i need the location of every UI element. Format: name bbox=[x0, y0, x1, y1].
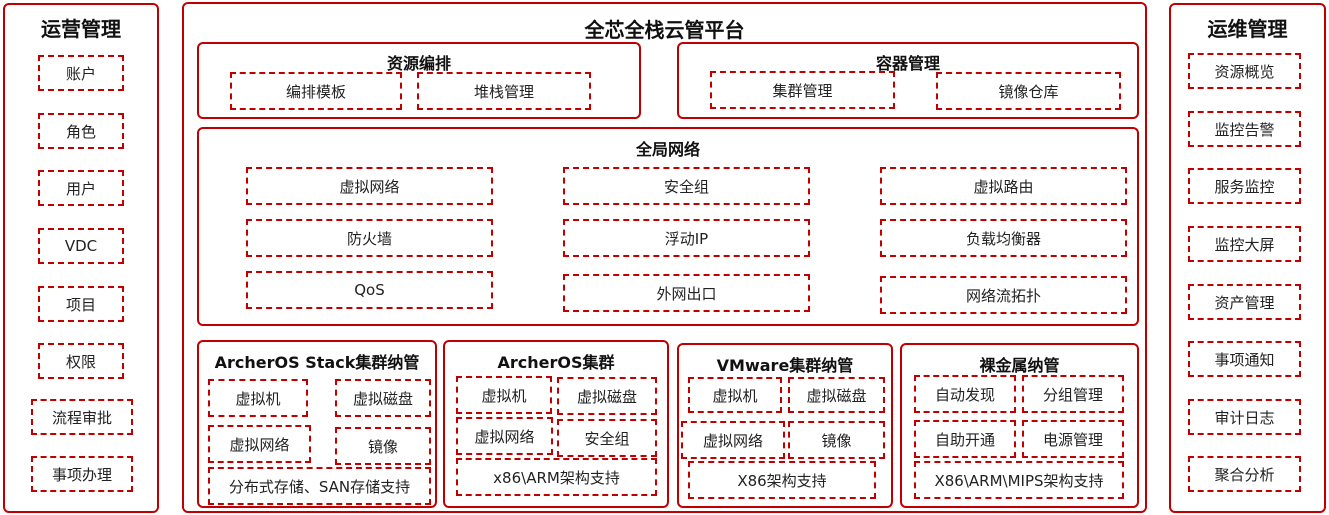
archeros-stack-network[interactable]: 虚拟网络 bbox=[208, 425, 311, 463]
container-title: 容器管理 bbox=[875, 54, 940, 73]
archeros-stack-panel: ArcherOS Stack集群纳管 虚拟机 虚拟磁盘 虚拟网络 镜像 分布式存… bbox=[197, 340, 437, 508]
archeros-disk[interactable]: 虚拟磁盘 bbox=[557, 377, 657, 415]
archeros-vm[interactable]: 虚拟机 bbox=[456, 376, 552, 414]
archeros-stack-storage[interactable]: 分布式存储、SAN存储支持 bbox=[208, 467, 431, 505]
operations-item-permission[interactable]: 权限 bbox=[38, 343, 124, 379]
vmware-arch[interactable]: X86架构支持 bbox=[688, 461, 876, 499]
maintenance-item-notify[interactable]: 事项通知 bbox=[1188, 341, 1301, 377]
baremetal-title: 裸金属纳管 bbox=[979, 356, 1060, 375]
network-firewall[interactable]: 防火墙 bbox=[246, 219, 493, 257]
container-registry[interactable]: 镜像仓库 bbox=[936, 72, 1121, 110]
vmware-disk[interactable]: 虚拟磁盘 bbox=[788, 377, 885, 413]
network-load-balancer[interactable]: 负载均衡器 bbox=[880, 219, 1127, 257]
baremetal-arch[interactable]: X86\ARM\MIPS架构支持 bbox=[914, 461, 1124, 499]
operations-item-user[interactable]: 用户 bbox=[38, 170, 124, 206]
operations-item-role[interactable]: 角色 bbox=[38, 113, 124, 149]
maintenance-item-alerts[interactable]: 监控告警 bbox=[1188, 111, 1301, 147]
operations-panel: 运营管理 账户 角色 用户 VDC 项目 权限 流程审批 事项办理 bbox=[3, 3, 159, 513]
archeros-panel: ArcherOS集群 虚拟机 虚拟磁盘 虚拟网络 安全组 x86\ARM架构支持 bbox=[443, 340, 669, 508]
network-title: 全局网络 bbox=[635, 140, 700, 159]
network-virtual-router[interactable]: 虚拟路由 bbox=[880, 167, 1127, 205]
baremetal-panel: 裸金属纳管 自动发现 分组管理 自助开通 电源管理 X86\ARM\MIPS架构… bbox=[900, 343, 1139, 508]
archeros-stack-image[interactable]: 镜像 bbox=[335, 427, 431, 465]
network-virtual-network[interactable]: 虚拟网络 bbox=[246, 167, 493, 205]
vmware-panel: VMware集群纳管 虚拟机 虚拟磁盘 虚拟网络 镜像 X86架构支持 bbox=[677, 343, 893, 508]
orchestration-panel: 资源编排 编排模板 堆栈管理 bbox=[197, 42, 641, 119]
network-security-group[interactable]: 安全组 bbox=[563, 167, 810, 205]
baremetal-discovery[interactable]: 自动发现 bbox=[914, 375, 1016, 413]
network-egress[interactable]: 外网出口 bbox=[563, 274, 810, 312]
baremetal-power[interactable]: 电源管理 bbox=[1022, 420, 1124, 458]
orchestration-template[interactable]: 编排模板 bbox=[230, 72, 402, 110]
operations-item-approval[interactable]: 流程审批 bbox=[31, 399, 133, 435]
operations-item-account[interactable]: 账户 bbox=[38, 55, 124, 91]
platform-title: 全芯全栈云管平台 bbox=[584, 18, 745, 42]
archeros-stack-disk[interactable]: 虚拟磁盘 bbox=[335, 379, 431, 417]
maintenance-item-service-monitor[interactable]: 服务监控 bbox=[1188, 168, 1301, 204]
maintenance-item-aggregate[interactable]: 聚合分析 bbox=[1188, 456, 1301, 492]
maintenance-item-assets[interactable]: 资产管理 bbox=[1188, 284, 1301, 320]
archeros-stack-title: ArcherOS Stack集群纳管 bbox=[214, 353, 420, 372]
archeros-title: ArcherOS集群 bbox=[497, 353, 615, 372]
vmware-title: VMware集群纳管 bbox=[716, 356, 854, 375]
orchestration-stack[interactable]: 堆栈管理 bbox=[417, 72, 591, 110]
vmware-image[interactable]: 镜像 bbox=[788, 421, 885, 459]
operations-item-handling[interactable]: 事项办理 bbox=[31, 456, 133, 492]
operations-title: 运营管理 bbox=[41, 17, 121, 41]
vmware-vm[interactable]: 虚拟机 bbox=[688, 377, 782, 413]
maintenance-item-audit[interactable]: 审计日志 bbox=[1188, 399, 1301, 435]
archeros-security-group[interactable]: 安全组 bbox=[557, 419, 657, 457]
maintenance-item-overview[interactable]: 资源概览 bbox=[1188, 53, 1301, 89]
operations-item-vdc[interactable]: VDC bbox=[38, 228, 124, 264]
archeros-stack-vm[interactable]: 虚拟机 bbox=[208, 379, 308, 417]
vmware-network[interactable]: 虚拟网络 bbox=[681, 421, 785, 459]
container-cluster[interactable]: 集群管理 bbox=[710, 71, 895, 109]
network-topology[interactable]: 网络流拓扑 bbox=[880, 276, 1127, 314]
operations-item-project[interactable]: 项目 bbox=[38, 286, 124, 322]
archeros-network[interactable]: 虚拟网络 bbox=[456, 417, 553, 455]
baremetal-provision[interactable]: 自助开通 bbox=[914, 420, 1016, 458]
maintenance-panel: 运维管理 资源概览 监控告警 服务监控 监控大屏 资产管理 事项通知 审计日志 … bbox=[1169, 3, 1326, 513]
archeros-arch[interactable]: x86\ARM架构支持 bbox=[456, 458, 657, 496]
network-panel: 全局网络 虚拟网络 安全组 虚拟路由 防火墙 浮动IP 负载均衡器 QoS 外网… bbox=[197, 127, 1139, 326]
orchestration-title: 资源编排 bbox=[386, 54, 451, 73]
maintenance-item-dashboard[interactable]: 监控大屏 bbox=[1188, 226, 1301, 262]
network-qos[interactable]: QoS bbox=[246, 271, 493, 309]
network-floating-ip[interactable]: 浮动IP bbox=[563, 219, 810, 257]
container-panel: 容器管理 集群管理 镜像仓库 bbox=[677, 42, 1139, 119]
baremetal-grouping[interactable]: 分组管理 bbox=[1022, 375, 1124, 413]
maintenance-title: 运维管理 bbox=[1207, 17, 1288, 41]
